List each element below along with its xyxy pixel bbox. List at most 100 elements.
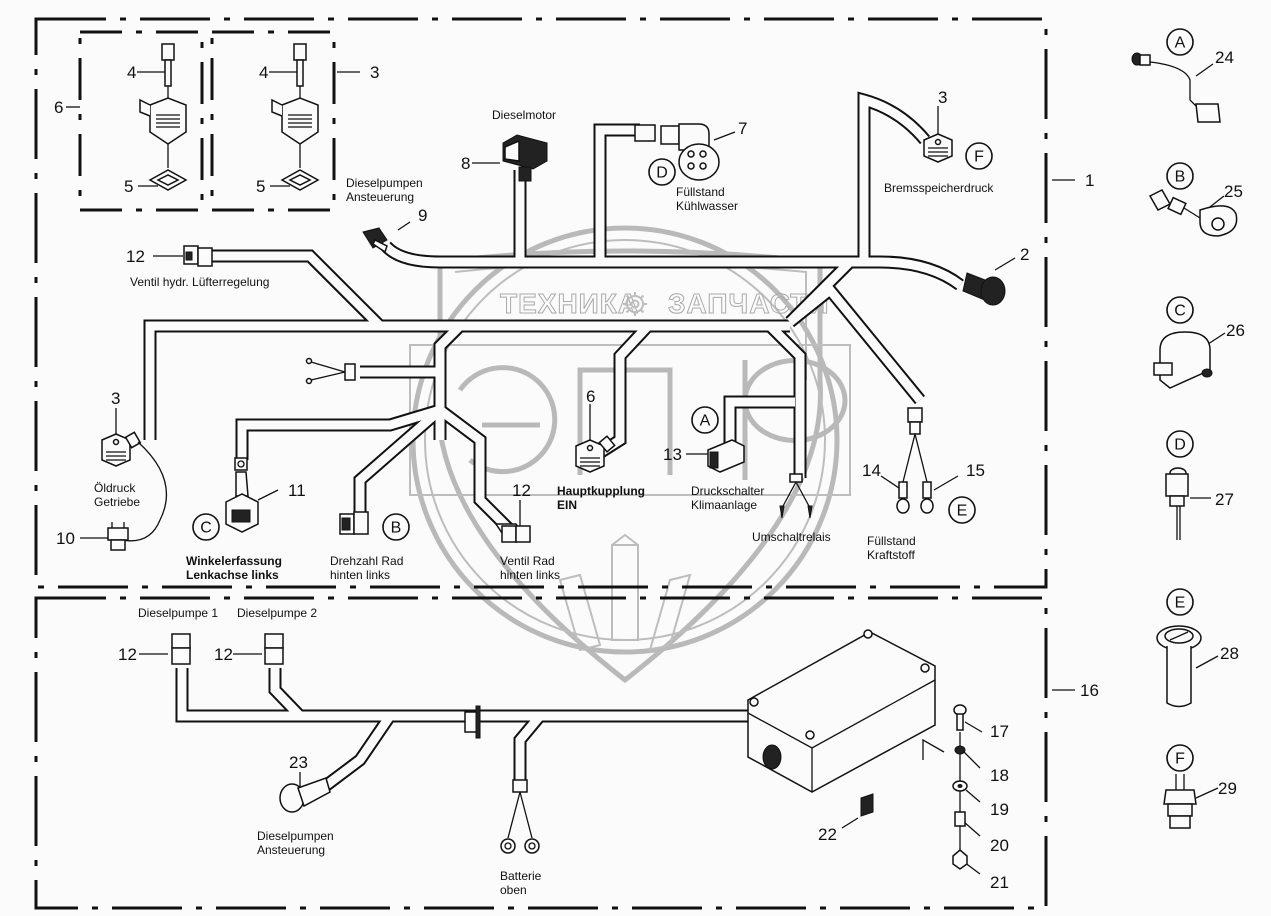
- gear-icon: [623, 292, 647, 316]
- callout-number-3: 3: [938, 88, 947, 107]
- harness-wire-core: [595, 125, 640, 262]
- spacer-20[interactable]: [954, 811, 966, 827]
- watermark-wheat: [558, 533, 692, 652]
- label-line: Dieselpumpe 1: [138, 606, 218, 620]
- label-line: Füllstand: [867, 534, 916, 548]
- label-line: Lenkachse links: [186, 568, 279, 582]
- callout-number-5: 5: [256, 177, 265, 196]
- side-part-26-angle-sensor[interactable]: [1153, 331, 1213, 389]
- label-line: Druckschalter: [691, 484, 764, 498]
- label-line: Dieselmotor: [492, 108, 556, 122]
- callout-number-5: 5: [124, 177, 133, 196]
- coolant-level-connector-7[interactable]: [634, 123, 720, 181]
- leader-line: [965, 789, 981, 803]
- fan-valve-connector-12[interactable]: [183, 245, 213, 267]
- label-line: Kühlwasser: [676, 199, 738, 213]
- leader-line: [933, 475, 959, 491]
- pressure-switch-connector-13[interactable]: [707, 439, 745, 473]
- nut-21[interactable]: [952, 849, 968, 870]
- diesel-pump-control-plug-23[interactable]: [279, 777, 331, 813]
- callout-number-17: 17: [990, 722, 1009, 741]
- valve-connector-3[interactable]: [271, 43, 320, 191]
- callout-number-18: 18: [990, 766, 1009, 785]
- leader-line: [257, 489, 279, 501]
- marker-circle: [1166, 744, 1194, 772]
- label-line: Dieselpumpen: [257, 829, 334, 843]
- oil-pressure-sensor-10[interactable]: [107, 522, 129, 551]
- label-line: Batterie: [500, 869, 542, 883]
- washer-18[interactable]: [954, 745, 966, 755]
- diesel-pump-1-connector-12[interactable]: [171, 633, 191, 665]
- harness-wire-core: [787, 283, 924, 403]
- label-line: Ansteuerung: [257, 843, 325, 857]
- round-connector-2[interactable]: [962, 272, 1006, 306]
- label-line: Getriebe: [94, 495, 140, 509]
- watermark-shield-outline: [435, 248, 823, 684]
- label-line: hinten links: [500, 568, 560, 582]
- group-16-frame: [34, 596, 1048, 910]
- fuse-22[interactable]: [860, 793, 874, 817]
- marker-circle: [192, 513, 220, 541]
- main-clutch-connector-6[interactable]: [575, 435, 616, 473]
- callout-number-25: 25: [1224, 182, 1243, 201]
- label-line: Winkelerfassung: [186, 554, 282, 568]
- callout-number-12: 12: [512, 481, 531, 500]
- label-line: Ventil Rad: [500, 554, 555, 568]
- side-part-29-pressure-sensor[interactable]: [1163, 774, 1197, 829]
- battery-terminals[interactable]: [500, 779, 540, 854]
- side-part-28-fuel-sender[interactable]: [1156, 625, 1202, 708]
- diesel-pump-2-connector-12[interactable]: [264, 633, 284, 665]
- label-line: Umschaltrelais: [752, 530, 831, 544]
- detail-marker-d: D: [1166, 430, 1194, 458]
- leader-line: [713, 131, 736, 141]
- label-line: Klimaanlage: [691, 498, 757, 512]
- callout-number-8: 8: [461, 154, 470, 173]
- side-part-25-speed-sensor[interactable]: [1148, 189, 1238, 237]
- free-ring-terminals[interactable]: [305, 357, 356, 385]
- wheel-valve-connector-12[interactable]: [494, 523, 531, 543]
- callout-number-23: 23: [289, 753, 308, 772]
- washer-19[interactable]: [952, 780, 968, 792]
- label-line: Hauptkupplung: [557, 484, 645, 498]
- marker-circle: [1166, 162, 1194, 190]
- detail-marker-f: F: [965, 142, 993, 170]
- dieselmotor-connector[interactable]: [502, 134, 548, 182]
- diesel-pump-control-connector-9[interactable]: [362, 227, 388, 254]
- leader-line: [963, 821, 981, 837]
- components: [101, 43, 1238, 870]
- grommet[interactable]: [464, 705, 481, 739]
- marker-letter: B: [1175, 169, 1186, 186]
- speed-sensor-connector[interactable]: [339, 511, 369, 535]
- side-part-24-pressure-switch[interactable]: [1131, 52, 1221, 123]
- steering-angle-connector-11[interactable]: [225, 457, 259, 533]
- screw-17[interactable]: [953, 704, 967, 731]
- detail-marker-e: E: [948, 496, 976, 524]
- label-line: hinten links: [330, 568, 390, 582]
- relay-terminals[interactable]: [779, 473, 813, 519]
- label-dieselpumpe1: Dieselpumpe 1: [138, 606, 218, 620]
- label-umschaltrelais: Umschaltrelais: [752, 530, 831, 544]
- fuel-level-terminals[interactable]: [896, 407, 934, 514]
- callout-number-1: 1: [1085, 171, 1094, 190]
- detail-marker-b: B: [1166, 162, 1194, 190]
- detail-marker-e: E: [1166, 588, 1194, 616]
- brake-pressure-connector-3[interactable]: [923, 133, 953, 163]
- harness-wire-core: [317, 713, 394, 794]
- oil-pressure-connector-3[interactable]: [101, 431, 142, 467]
- marker-letter: D: [656, 165, 668, 182]
- leader-line: [1195, 655, 1219, 669]
- callout-number-4: 4: [127, 63, 136, 82]
- harness-wire-core: [515, 713, 544, 780]
- side-part-27-level-sensor[interactable]: [1165, 467, 1189, 540]
- harness-wire-core: [435, 322, 464, 440]
- callout-number-11: 11: [288, 481, 306, 500]
- callout-number-15: 15: [966, 461, 985, 480]
- callout-number-10: 10: [56, 529, 75, 548]
- callout-number-22: 22: [818, 825, 837, 844]
- control-box[interactable]: [747, 629, 936, 793]
- callout-number-12: 12: [214, 645, 233, 664]
- valve-connector-6[interactable]: [139, 43, 188, 191]
